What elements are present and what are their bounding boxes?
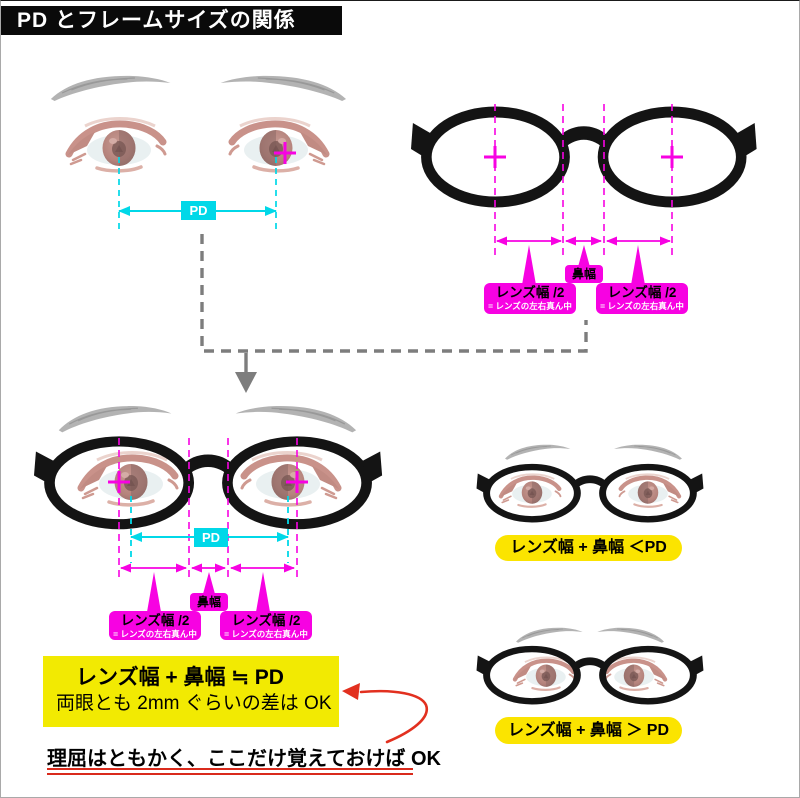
lens-center-cross-icon [484,146,506,168]
comparison-pill-less: レンズ幅 + 鼻幅 ＜PD [495,535,682,561]
lens-center-cross-icon [286,471,308,493]
red-arrowhead-icon [342,683,360,700]
right-eyebrow [235,405,357,434]
left-eyebrow [58,405,173,434]
summary-box: レンズ幅 + 鼻幅 ≒ PD 両眼とも 2mm ぐらいの差は OK [43,656,339,727]
nose-width-tag: 鼻幅 [565,265,603,283]
summary-formula: レンズ幅 + 鼻幅 ≒ PD [76,666,284,689]
title-bar: PD とフレームサイズの関係 [1,6,342,35]
lens-half-callout: レンズ幅 /2 = レンズの左右真ん中 [596,283,688,314]
left-eye [80,453,177,505]
lens-half-note: = レンズの左右真ん中 [113,629,197,639]
summary-tolerance: 両眼とも 2mm ぐらいの差は OK [56,693,332,714]
callout-pointer [631,245,645,285]
red-underline [47,768,413,770]
comparison-pill-greater: レンズ幅 + 鼻幅 ＞ PD [495,717,682,744]
page-title: PD とフレームサイズの関係 [17,9,296,32]
frame-measures-top [484,104,683,285]
lens-half-callout: レンズ幅 /2 = レンズの左右真ん中 [109,611,201,640]
callout-pointer [522,245,536,285]
eyes-illustration-top [50,75,347,171]
lens-half-note: = レンズの左右真ん中 [224,629,308,639]
frame-measures-combined [108,438,308,612]
down-arrow-icon [235,372,257,393]
footer-note: 理屈はともかく、ここだけ覚えておけば OK [47,748,441,770]
red-underline [47,772,413,775]
lens-half-label: レンズ幅 /2 [607,285,677,300]
glasses-frame-top [411,112,757,202]
right-eye [242,453,339,505]
nose-width-tag: 鼻幅 [190,593,228,611]
lens-half-label: レンズ幅 /2 [495,285,565,300]
red-arrow [342,683,429,744]
figure-pd-smaller [477,627,704,702]
callout-pointer [578,245,590,267]
callout-pointer [203,572,215,594]
flow-connector [200,234,588,393]
lens-half-label: レンズ幅 /2 [120,613,190,628]
lens-center-cross-icon [661,146,683,168]
lens-half-note: = レンズの左右真ん中 [600,301,684,311]
lens-half-callout: レンズ幅 /2 = レンズの左右真ん中 [220,611,312,640]
pd-measure-tag: PD [181,201,216,220]
right-eye [230,119,327,171]
lens-half-label: レンズ幅 /2 [231,613,301,628]
left-eye [68,119,165,171]
lens-center-cross-icon [108,471,130,493]
pd-measure-tag: PD [194,528,228,547]
pupil-cross-icon [274,142,296,164]
left-eyebrow [50,75,172,102]
lens-half-note: = レンズの左右真ん中 [488,301,572,311]
callout-pointer [256,572,270,612]
figure-pd-larger [477,444,704,520]
callout-pointer [147,572,161,612]
lens-half-callout: レンズ幅 /2 = レンズの左右真ん中 [484,283,576,314]
right-eyebrow [219,75,347,102]
